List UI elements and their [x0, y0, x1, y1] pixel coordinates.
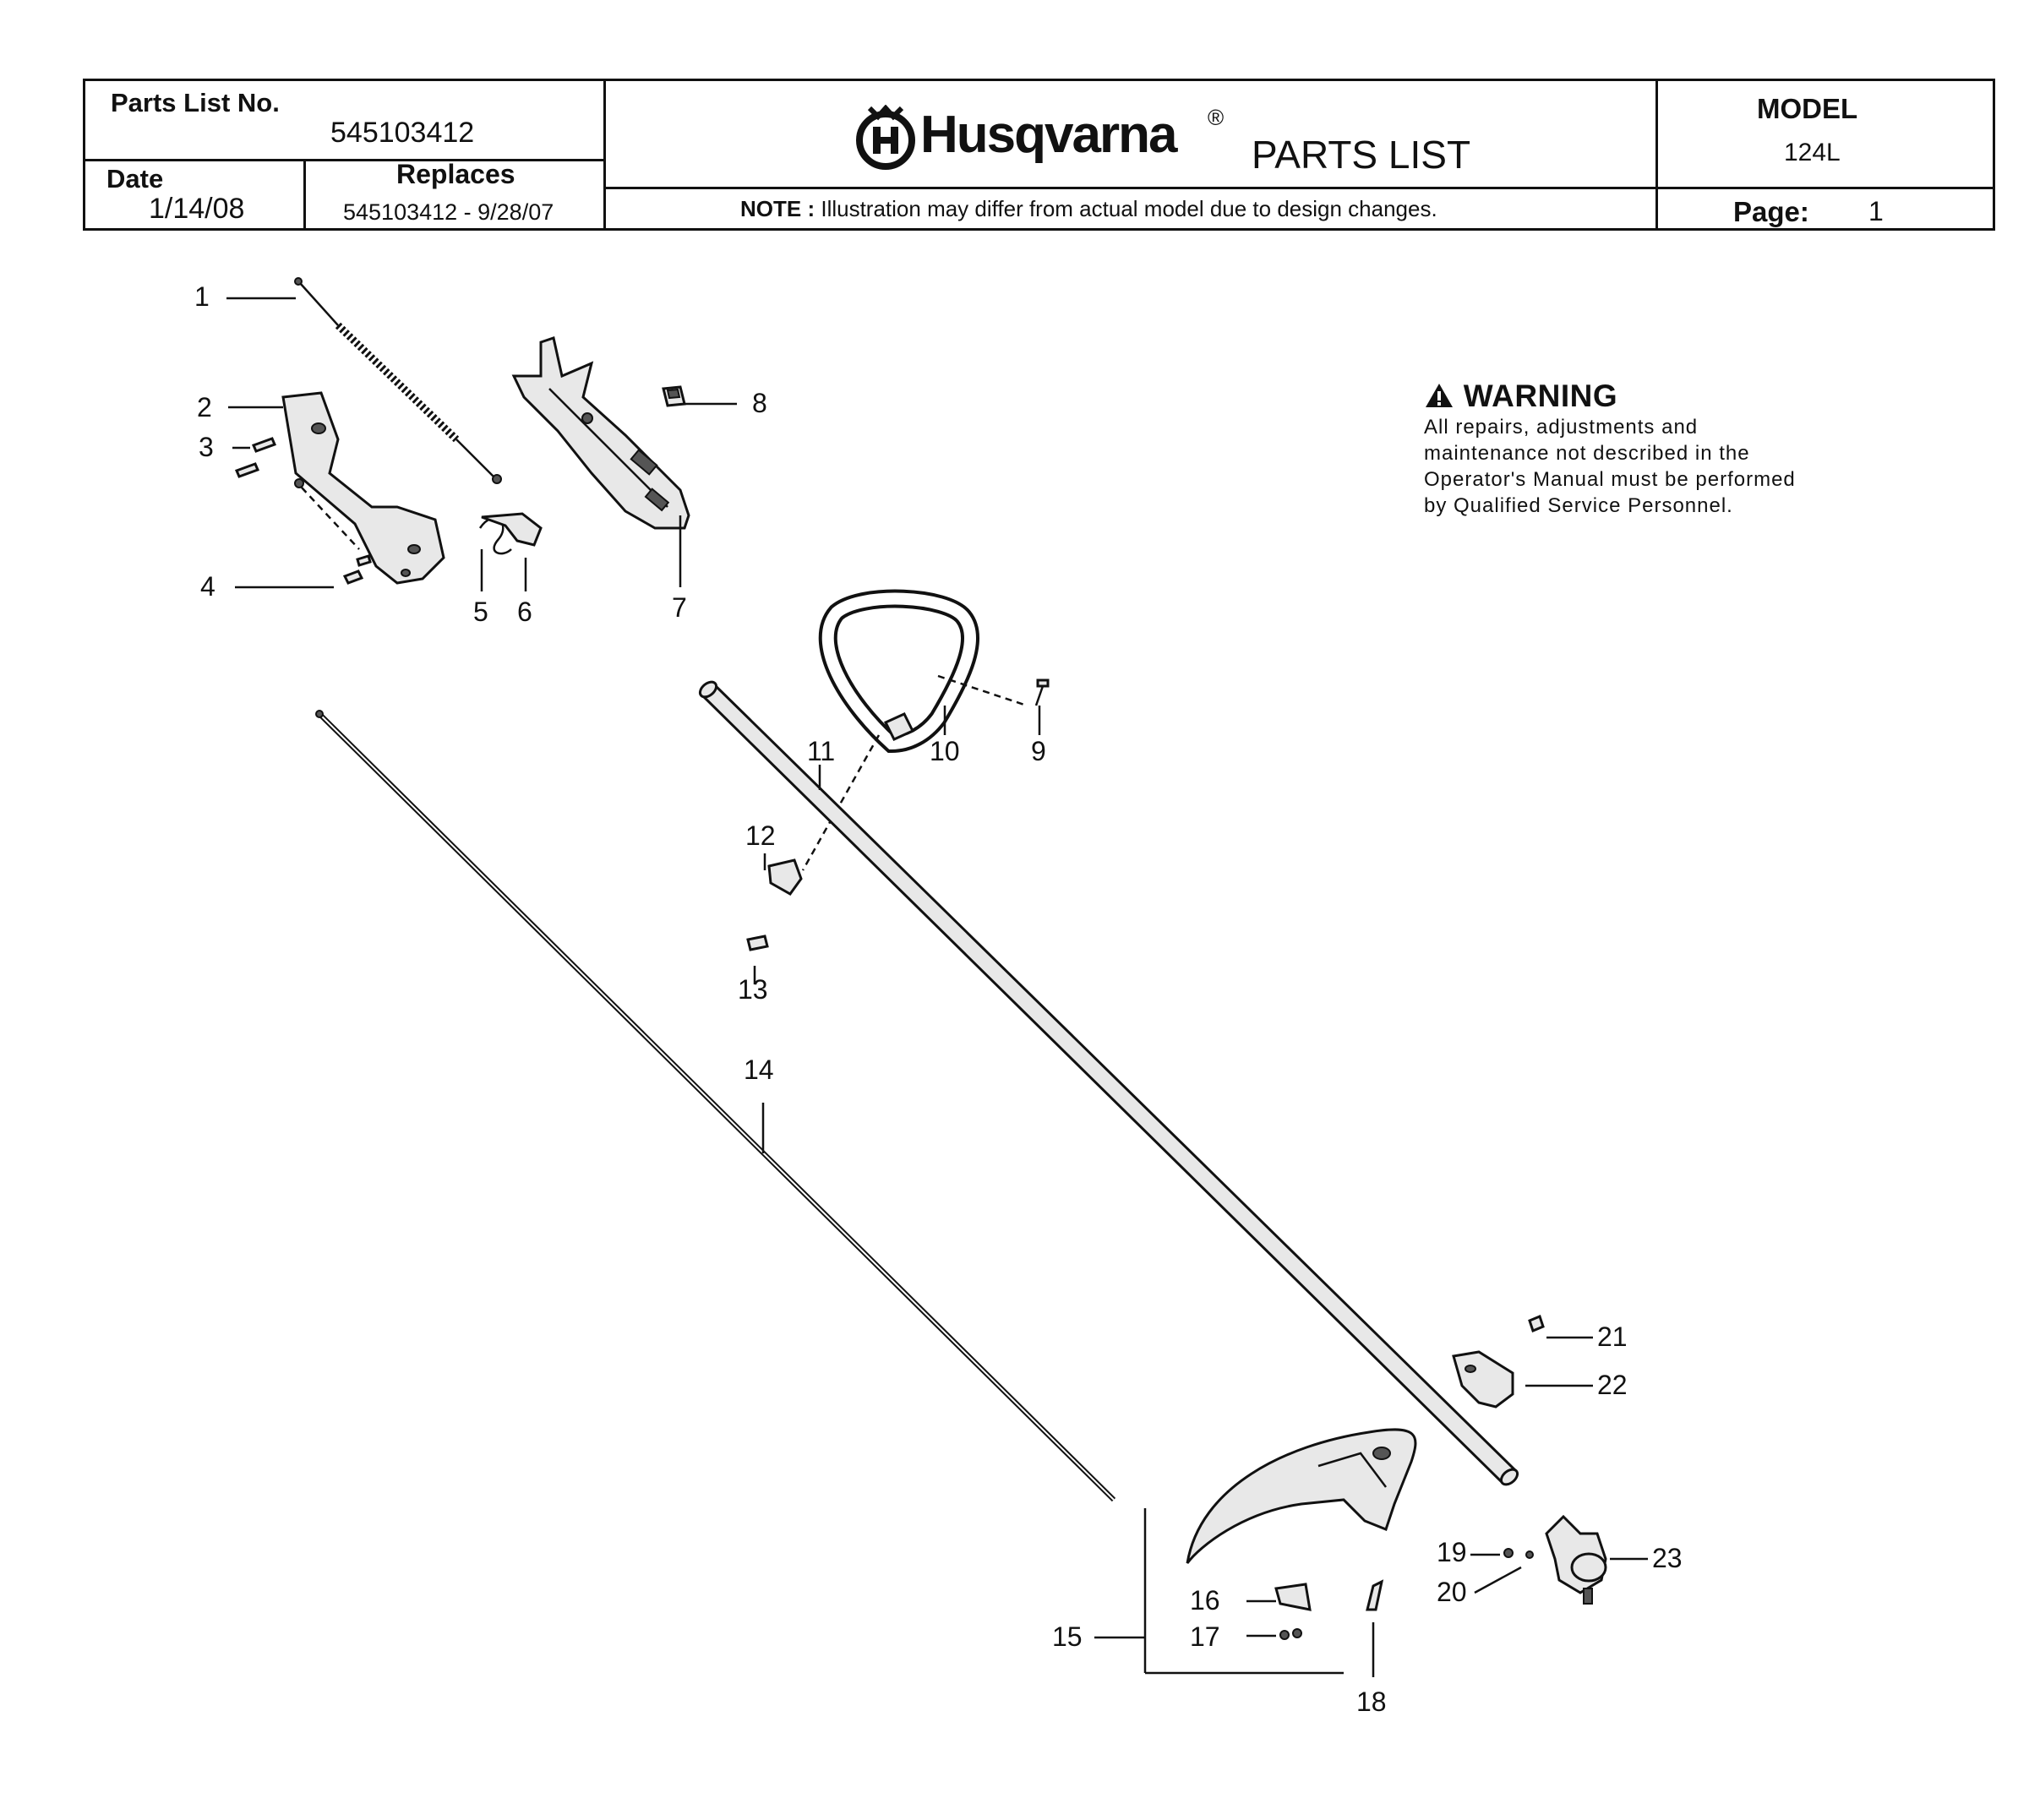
brand-name: Husqvarna: [920, 106, 1177, 164]
date-value: 1/14/08: [149, 193, 245, 225]
part-1-throttle-cable: [294, 277, 502, 484]
model-label: MODEL: [1757, 93, 1858, 124]
callout-22: 22: [1597, 1370, 1628, 1400]
replaces-value: 545103412 - 9/28/07: [343, 199, 554, 225]
callout-16: 16: [1190, 1585, 1220, 1616]
callout-21: 21: [1597, 1321, 1628, 1352]
model-value: 124L: [1784, 139, 1841, 166]
callout-18: 18: [1356, 1686, 1387, 1717]
part-23-gearhead: [1545, 1514, 1607, 1605]
part-15-shield: [1186, 1428, 1417, 1564]
callout-20: 20: [1437, 1577, 1467, 1607]
part-7-throttle-housing: [511, 336, 690, 530]
note-text: Illustration may differ from actual mode…: [821, 196, 1437, 221]
callout-23: 23: [1652, 1543, 1683, 1573]
part-10-loop-handle: [801, 589, 1028, 871]
warning-text: All repairs, adjustments and maintenance…: [1424, 416, 1796, 517]
part-21-screw: [1528, 1314, 1545, 1333]
parts-list-number: 545103412: [330, 117, 475, 149]
page-value: 1: [1868, 196, 1884, 226]
divider: [603, 81, 606, 228]
callout-10: 10: [930, 736, 960, 766]
part-22-clamp-bracket: [1452, 1350, 1514, 1409]
part-12-clamp: [767, 858, 803, 896]
callout-2: 2: [197, 392, 212, 422]
note: NOTE : Illustration may differ from actu…: [740, 196, 1437, 222]
part-4-screw: [342, 554, 372, 585]
callout-14: 14: [744, 1054, 774, 1085]
callout-numbers: 1 2 3 4 5 6 7 8 9 10 11 12 13 14 15 16 1…: [194, 281, 1683, 1717]
replaces-label: Replaces: [396, 159, 515, 189]
part-14-drive-shaft: [315, 710, 1116, 1502]
part-8-stop-switch: [662, 385, 686, 407]
date-label: Date: [106, 164, 164, 193]
divider: [603, 187, 1993, 189]
callout-1: 1: [194, 281, 210, 312]
callout-6: 6: [517, 597, 532, 627]
callout-15: 15: [1052, 1621, 1083, 1652]
callout-4: 4: [200, 571, 215, 602]
note-label: NOTE :: [740, 196, 815, 221]
parts-list-header: Parts List No. 545103412 Date 1/14/08 Re…: [83, 79, 1995, 231]
part-2-handle-housing: [281, 391, 445, 585]
registered-mark: ®: [1208, 105, 1225, 130]
callout-13: 13: [738, 974, 768, 1005]
callout-9: 9: [1031, 736, 1046, 766]
callout-19: 19: [1437, 1537, 1467, 1567]
page-title: PARTS LIST: [1252, 133, 1471, 177]
parts-list-label: Parts List No.: [111, 88, 280, 117]
divider: [85, 159, 603, 161]
part-17-screws: [1279, 1628, 1302, 1640]
page-label: Page:: [1733, 196, 1809, 227]
callout-12: 12: [745, 820, 776, 851]
part-6-trigger-lever: [481, 512, 543, 547]
warning-notice: WARNING All repairs, adjustments and mai…: [1424, 379, 1821, 519]
callout-11: 11: [807, 736, 835, 766]
divider: [1655, 81, 1658, 228]
warning-title: WARNING: [1463, 379, 1618, 413]
callout-3: 3: [199, 432, 214, 462]
part-18-bolt: [1366, 1579, 1384, 1611]
part-3-screws: [234, 437, 360, 550]
callout-17: 17: [1190, 1621, 1220, 1652]
warning-triangle-icon: [1426, 384, 1453, 407]
leader-lines: [226, 297, 1648, 1677]
part-9-bolt: [1034, 678, 1050, 706]
part-19-screw: [1503, 1548, 1514, 1558]
husqvarna-logo-icon: [856, 105, 915, 170]
callout-7: 7: [672, 592, 687, 623]
callout-5: 5: [473, 597, 488, 627]
callout-8: 8: [752, 388, 767, 418]
part-16-bracket: [1274, 1583, 1312, 1611]
divider: [303, 160, 306, 228]
part-20-washer: [1525, 1550, 1534, 1559]
part-11-shaft-tube: [698, 680, 1519, 1486]
part-13-screw: [746, 935, 769, 951]
